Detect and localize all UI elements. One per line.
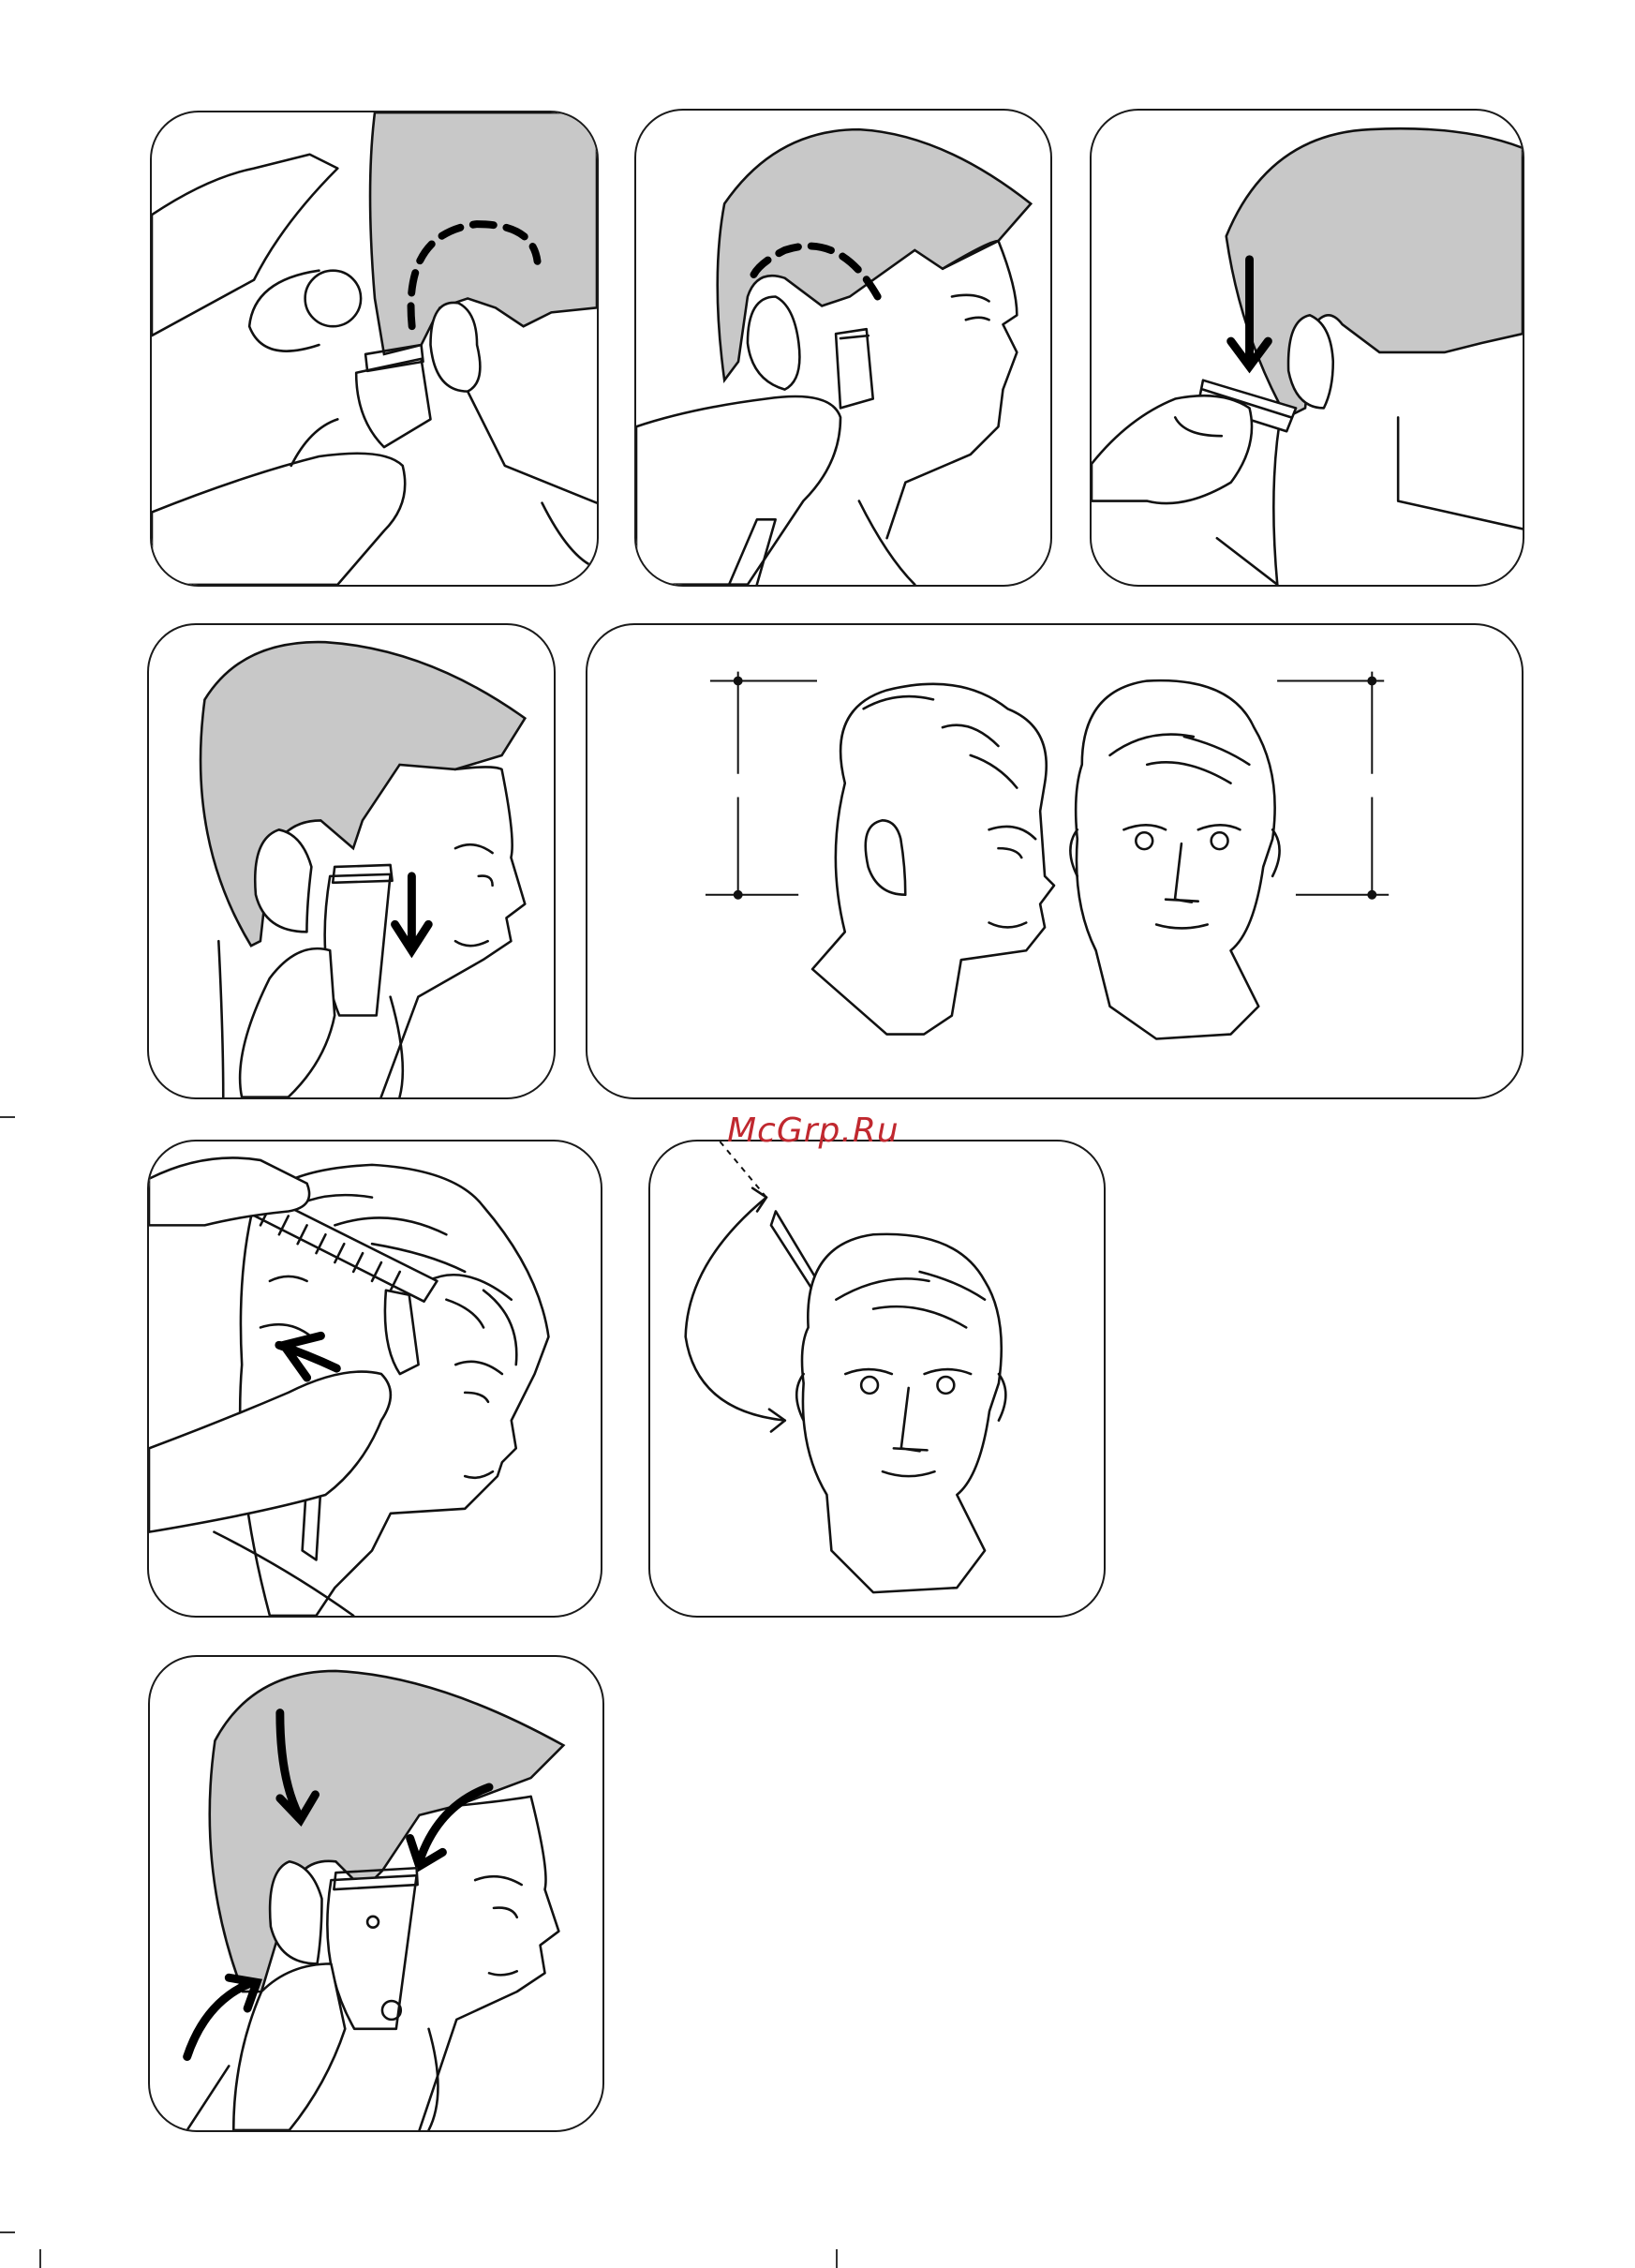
clipper-sideburn-icon xyxy=(149,625,554,1097)
illustration-panel-2 xyxy=(634,109,1052,587)
clipper-around-ear-icon xyxy=(150,1657,602,2130)
head-front-rotate-icon xyxy=(650,1141,1104,1616)
crop-mark-bottom-left-vertical xyxy=(39,2249,41,2268)
illustration-panel-1 xyxy=(150,111,599,587)
hair-clipper-comb-adjust-icon xyxy=(152,112,597,585)
illustration-panel-7 xyxy=(648,1140,1106,1618)
illustration-panel-6 xyxy=(147,1140,602,1618)
illustration-panel-8 xyxy=(148,1655,604,2132)
crop-mark-bottom-center xyxy=(836,2249,838,2268)
illustration-panel-4 xyxy=(147,623,556,1099)
illustration-panel-3 xyxy=(1090,109,1524,587)
crop-mark-left xyxy=(0,1116,15,1118)
head-profile-front-icon xyxy=(587,625,1522,1097)
illustration-panel-5 xyxy=(586,623,1524,1099)
clipper-neckline-icon xyxy=(1092,111,1523,585)
comb-and-clipper-icon xyxy=(149,1141,601,1616)
crop-mark-bottom-left-horizontal xyxy=(0,2231,15,2233)
watermark-text: McGrp.Ru xyxy=(727,1112,899,1150)
clipper-upward-stroke-icon xyxy=(636,111,1050,585)
